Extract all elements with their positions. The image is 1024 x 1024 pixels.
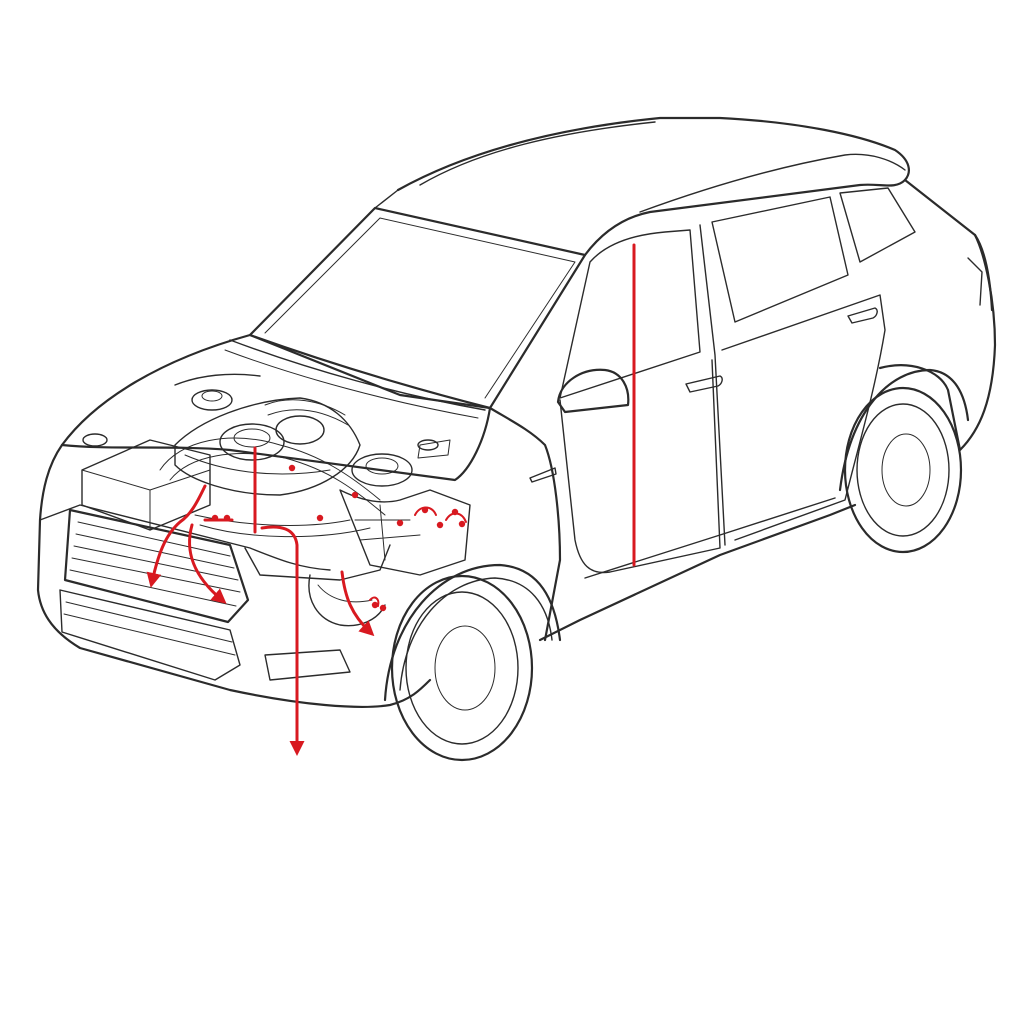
fog-light	[264, 649, 351, 681]
front-fender	[488, 406, 562, 642]
front-arch-inner	[399, 577, 553, 691]
front-wheel	[390, 574, 534, 762]
routing-lines	[146, 243, 636, 756]
front-door-handle	[685, 375, 723, 393]
front-fascia	[36, 443, 432, 708]
rear-wheel-arch	[838, 368, 970, 492]
windshield	[248, 206, 587, 410]
rear-door	[721, 294, 886, 541]
rear-door-handle	[847, 307, 878, 324]
front-door	[559, 359, 721, 574]
bumper-top-edge	[39, 504, 331, 571]
roof-front-edge	[374, 189, 399, 209]
route-headlight-arrow	[340, 570, 375, 637]
headlight	[244, 544, 391, 581]
rear-door-window	[711, 196, 849, 323]
side-mirror	[556, 368, 630, 414]
roof-rail-rear	[639, 153, 906, 213]
roof-rail-front	[419, 121, 656, 186]
beltline	[583, 178, 994, 312]
rear-wheel	[843, 386, 963, 554]
tail-light	[967, 257, 983, 306]
route-grille-arrow	[188, 523, 227, 604]
windshield-inner	[264, 217, 576, 399]
car-body	[36, 116, 997, 708]
lower-intake	[59, 589, 241, 681]
sill-trim	[584, 497, 836, 579]
route-left-arrow	[146, 484, 207, 588]
rear-quarter-window	[839, 187, 916, 263]
grille	[63, 508, 250, 624]
rocker-panel	[538, 503, 857, 642]
engine-bay-detail	[81, 373, 471, 627]
roof-line	[396, 116, 910, 192]
lower-intake-slats	[63, 601, 236, 656]
front-wheel-arch	[383, 563, 562, 702]
front-door-window	[559, 229, 701, 399]
cowl-inner	[224, 349, 479, 419]
cowl	[229, 339, 486, 411]
route-drop-arrow	[260, 525, 305, 756]
fender-vent	[529, 467, 557, 483]
b-pillar	[699, 224, 726, 546]
